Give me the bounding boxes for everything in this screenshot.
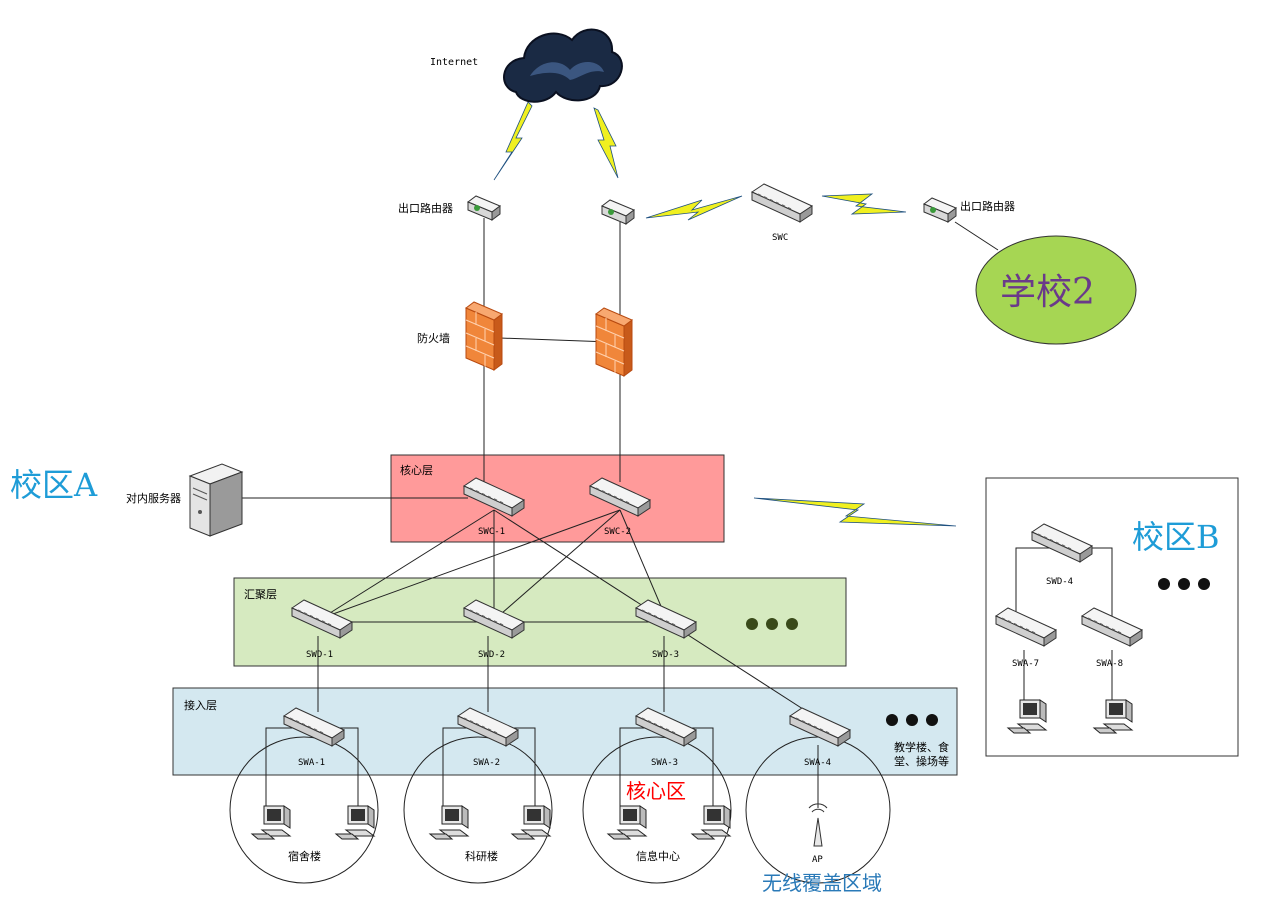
access-note-line2: 堂、操场等: [894, 754, 949, 768]
access-layer-label: 接入层: [184, 699, 217, 712]
ap-label: AP: [812, 855, 823, 865]
research-pc1-icon: [429, 805, 469, 840]
core-zone-label: 核心区: [626, 779, 686, 803]
swd1-label: SWD-1: [306, 650, 333, 660]
egress-router-middle-icon: [601, 199, 635, 225]
internet-cloud-icon: [503, 28, 623, 103]
swd3-label: SWD-3: [652, 650, 679, 660]
swc-label: SWC: [772, 233, 788, 243]
swc1-label: SWC-1: [478, 527, 505, 537]
more-agg-dots: [746, 618, 798, 630]
wireless-zone-label: 无线覆盖区域: [762, 871, 882, 895]
research-zone: [403, 736, 553, 884]
info-pc2-icon: [691, 805, 731, 840]
swc-switch-icon: [751, 183, 813, 223]
firewall-left-icon: [465, 301, 503, 371]
school2-ellipse: [975, 235, 1137, 345]
egress-router-left-icon: [467, 195, 501, 221]
swc2-label: SWC-2: [604, 527, 631, 537]
info-center-label: 信息中心: [636, 849, 680, 863]
research-label: 科研楼: [465, 849, 498, 863]
internal-server-label: 对内服务器: [126, 491, 181, 505]
egress-router-right-label: 出口路由器: [960, 199, 1015, 213]
info-center-zone: [582, 736, 732, 884]
swd4-label: SWD-4: [1046, 577, 1073, 587]
firewall-label: 防火墙: [417, 331, 450, 345]
swa1-label: SWA-1: [298, 758, 325, 768]
firewall-right-icon: [595, 307, 633, 377]
dorm-zone: [229, 736, 379, 884]
dorm-label: 宿舍楼: [288, 849, 321, 863]
egress-router-right-icon: [923, 197, 957, 223]
core-layer-label: 核心层: [400, 463, 433, 477]
campus-a-label: 校区A: [10, 466, 98, 504]
swa3-label: SWA-3: [651, 758, 678, 768]
swd2-label: SWD-2: [478, 650, 505, 660]
internal-server-icon: [188, 463, 244, 537]
more-access-dots: [886, 714, 938, 726]
swa4-label: SWA-4: [804, 758, 831, 768]
wireless-links: [493, 101, 957, 527]
campus-b-label: 校区B: [1132, 518, 1220, 556]
info-pc1-icon: [607, 805, 647, 840]
internet-label: Internet: [430, 57, 478, 68]
school2-label: 学校2: [1000, 272, 1095, 313]
access-note-line1: 教学楼、食: [894, 740, 949, 754]
swa7-label: SWA-7: [1012, 659, 1039, 669]
access-point-icon: [808, 803, 828, 847]
research-pc2-icon: [511, 805, 551, 840]
egress-router-left-label: 出口路由器: [398, 201, 453, 215]
swa2-label: SWA-2: [473, 758, 500, 768]
agg-layer-label: 汇聚层: [244, 588, 277, 601]
dorm-pc2-icon: [335, 805, 375, 840]
more-campus-b-dots: [1158, 578, 1210, 590]
dorm-pc1-icon: [251, 805, 291, 840]
swa8-label: SWA-8: [1096, 659, 1123, 669]
